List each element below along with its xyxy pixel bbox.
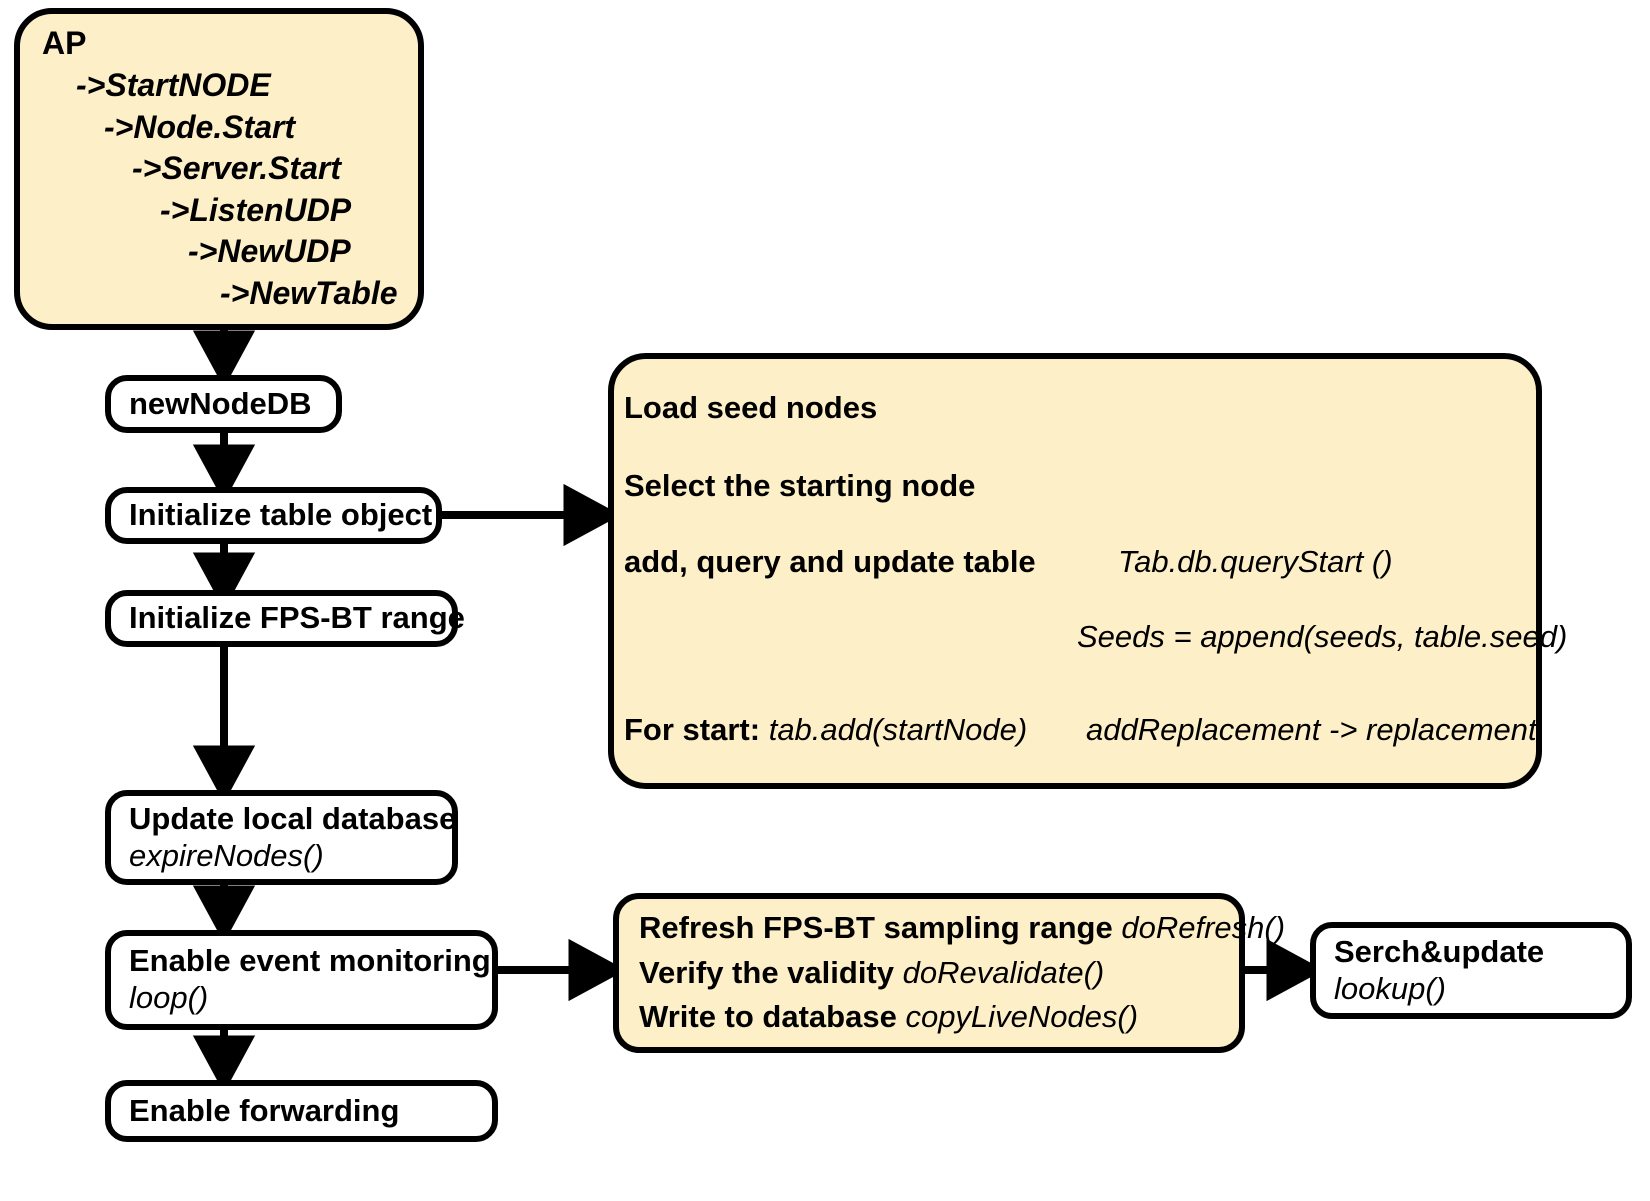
node-enable-forwarding-label: Enable forwarding xyxy=(129,1092,400,1128)
node-update-local-database-call: expireNodes() xyxy=(129,837,324,873)
node-update-local-database-label: Update local database xyxy=(129,800,457,836)
node-new-node-db[interactable]: newNodeDB xyxy=(105,375,342,433)
node-enable-event-monitoring-label: Enable event monitoring xyxy=(129,943,491,979)
node-enable-event-monitoring[interactable]: Enable event monitoring loop() xyxy=(105,930,498,1030)
node-initialize-fps-bt-range-label: Initialize FPS-BT range xyxy=(129,600,465,636)
ap-call-line-1: ->StartNODE xyxy=(76,67,271,104)
for-start-label: For start xyxy=(624,712,750,747)
for-start-call: tab.add(startNode) xyxy=(768,712,1028,747)
node-search-update[interactable]: Serch&update lookup() xyxy=(1310,922,1632,1019)
monitor-row-1: Refresh FPS-BT sampling range doRefresh(… xyxy=(619,906,1285,951)
ap-panel-header: AP xyxy=(42,25,87,62)
node-search-update-label: Serch&update xyxy=(1334,933,1545,969)
monitor-row-3-call: copyLiveNodes() xyxy=(905,999,1139,1035)
monitor-row-3-label: Write to database xyxy=(639,999,897,1035)
monitor-row-2-call: doRevalidate() xyxy=(902,954,1105,990)
node-enable-event-monitoring-call: loop() xyxy=(129,980,209,1015)
node-search-update-call: lookup() xyxy=(1334,970,1446,1006)
node-new-node-db-label: newNodeDB xyxy=(129,385,312,421)
table-panel-for-start: For start: tab.add(startNode) xyxy=(624,714,1027,745)
table-operations-panel xyxy=(608,353,1542,789)
table-panel-step-3: add, query and update table xyxy=(624,544,1036,579)
ap-call-line-2: ->Node.Start xyxy=(104,108,296,145)
monitor-row-1-label: Refresh FPS-BT sampling range xyxy=(639,909,1113,945)
ap-call-stack-panel: AP ->StartNODE ->Node.Start ->Server.Sta… xyxy=(14,8,424,330)
table-panel-step-2: Select the starting node xyxy=(624,468,976,503)
for-start-sep: : xyxy=(749,712,761,747)
node-update-local-database[interactable]: Update local database expireNodes() xyxy=(105,790,458,885)
node-initialize-table-object[interactable]: Initialize table object xyxy=(105,487,442,544)
node-enable-forwarding[interactable]: Enable forwarding xyxy=(105,1080,498,1142)
table-panel-replacement-note: addReplacement -> replacement xyxy=(1086,712,1537,747)
node-initialize-fps-bt-range[interactable]: Initialize FPS-BT range xyxy=(105,590,465,647)
table-panel-query-call: Tab.db.queryStart () xyxy=(1118,544,1393,579)
table-panel-seeds-note: Seeds = append(seeds, table.seed) xyxy=(1077,619,1568,654)
monitor-row-2: Verify the validity doRevalidate() xyxy=(619,951,1239,996)
ap-call-line-6: ->NewTable xyxy=(220,274,398,311)
ap-call-line-4: ->ListenUDP xyxy=(160,191,352,228)
node-initialize-table-object-label: Initialize table object xyxy=(129,497,433,533)
ap-call-line-3: ->Server.Start xyxy=(132,150,342,187)
monitor-row-2-label: Verify the validity xyxy=(639,954,894,990)
monitor-row-1-call: doRefresh() xyxy=(1121,909,1286,945)
monitor-operations-panel: Refresh FPS-BT sampling range doRefresh(… xyxy=(613,893,1285,1053)
ap-call-line-5: ->NewUDP xyxy=(188,233,351,270)
monitor-row-3: Write to database copyLiveNodes() xyxy=(619,995,1239,1040)
table-panel-step-1: Load seed nodes xyxy=(624,390,878,425)
